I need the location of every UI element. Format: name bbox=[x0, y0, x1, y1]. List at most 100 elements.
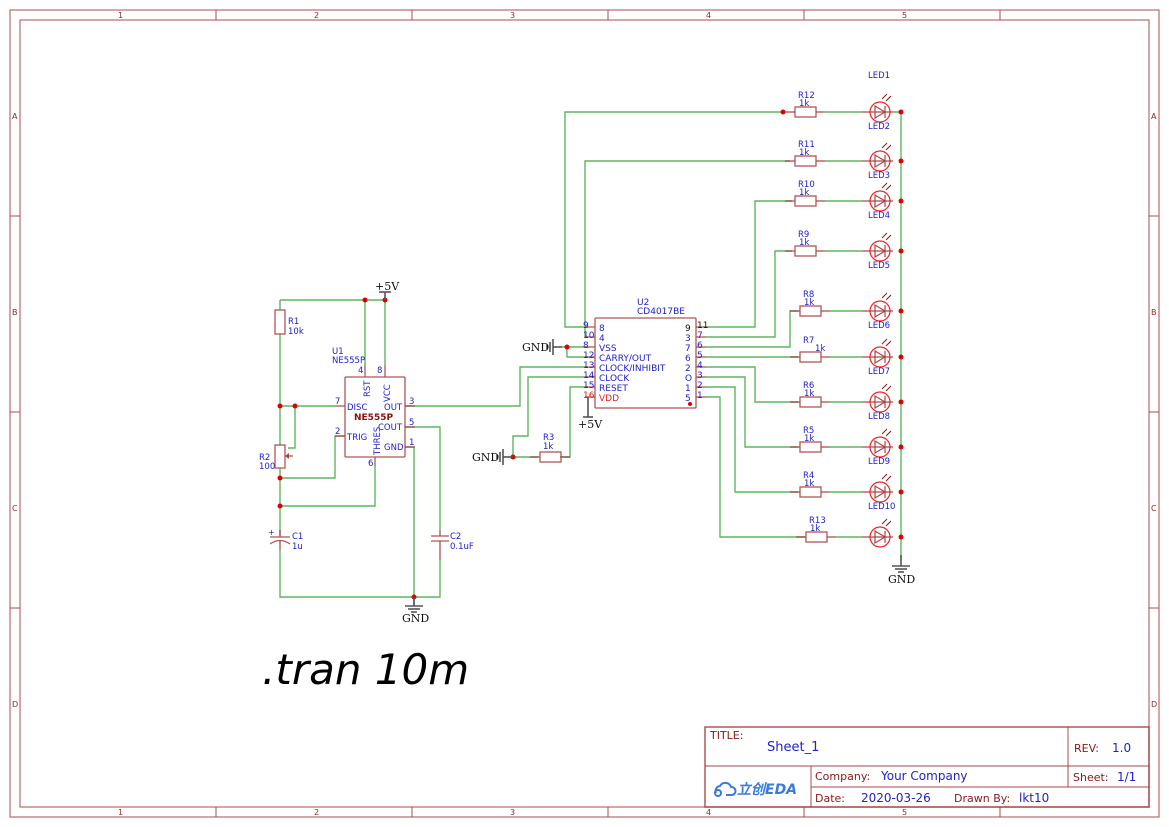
pin-name: O bbox=[685, 374, 692, 384]
svg-text:C2: C2 bbox=[450, 532, 461, 542]
resistor-value: 1k bbox=[799, 99, 809, 109]
resistor-ref: R6 bbox=[803, 381, 814, 391]
pin-number: 14 bbox=[583, 371, 595, 381]
col-label: 2 bbox=[314, 808, 319, 817]
junctions-4017 bbox=[510, 109, 786, 460]
date-label: Date: bbox=[815, 792, 845, 805]
pin-number: 13 bbox=[583, 361, 594, 371]
svg-text:RST: RST bbox=[363, 380, 373, 397]
svg-text:C1: C1 bbox=[292, 532, 303, 542]
led-icon[interactable] bbox=[869, 481, 891, 503]
resistor-value: 1k bbox=[799, 148, 809, 158]
pin-number: 7 bbox=[697, 331, 703, 341]
pin-name: RESET bbox=[599, 384, 628, 394]
led-icon[interactable] bbox=[869, 150, 891, 172]
resistor-ref: R7 bbox=[803, 336, 814, 346]
ic-u1-ne555[interactable]: U1 NE555P NE555P 4 8 RST VCC DISC 7 TRIG… bbox=[332, 347, 415, 469]
capacitor-c1[interactable]: + C1 1u bbox=[268, 528, 303, 552]
row-label: B bbox=[1151, 308, 1157, 317]
resistor-ref: R12 bbox=[798, 91, 815, 101]
resistor-value: 1k bbox=[804, 434, 814, 444]
svg-text:VCC: VCC bbox=[383, 384, 393, 402]
pin-number: 8 bbox=[583, 341, 589, 351]
pin-number: 10 bbox=[583, 331, 595, 341]
led-icon[interactable] bbox=[869, 436, 891, 458]
led-ref: LED8 bbox=[868, 412, 890, 422]
potentiometer-r2[interactable]: R2 100 bbox=[259, 444, 293, 472]
svg-text:COUT: COUT bbox=[378, 423, 403, 433]
led-rows: R121kLED2LED1R111kLED3R101kLED4R91kLED5R… bbox=[785, 71, 904, 548]
led-icon[interactable] bbox=[869, 240, 891, 262]
led-icon[interactable] bbox=[869, 391, 891, 413]
gnd-symbol-led: GND bbox=[888, 555, 915, 586]
col-label: 3 bbox=[510, 808, 515, 817]
u2-pin-2: 21 bbox=[685, 381, 706, 394]
svg-text:3: 3 bbox=[409, 397, 414, 407]
row-label: C bbox=[1151, 504, 1157, 513]
u2-pin-11: 119 bbox=[685, 321, 708, 334]
led-ref: LED10 bbox=[868, 502, 895, 512]
led-ref: LED7 bbox=[868, 367, 890, 377]
spice-directive[interactable]: .tran 10m bbox=[262, 645, 469, 694]
row-label: B bbox=[12, 308, 18, 317]
led-ref: LED5 bbox=[868, 261, 890, 271]
col-label: 3 bbox=[510, 11, 515, 20]
rev-label: REV: bbox=[1074, 742, 1099, 755]
svg-text:1: 1 bbox=[409, 438, 414, 448]
title-block: TITLE: Sheet_1 REV: 1.0 Company: Your Co… bbox=[704, 726, 1150, 808]
resistor-value: 1k bbox=[799, 188, 809, 198]
svg-text:GND: GND bbox=[384, 443, 404, 453]
svg-text:6: 6 bbox=[368, 459, 373, 469]
pin-name: 7 bbox=[685, 344, 691, 354]
svg-text:CD4017BE: CD4017BE bbox=[637, 307, 685, 317]
svg-text:+5V: +5V bbox=[375, 280, 400, 293]
led-icon[interactable] bbox=[869, 101, 891, 123]
svg-text:NE555P: NE555P bbox=[354, 413, 393, 423]
svg-text:GND: GND bbox=[472, 451, 499, 464]
drawn-by-value: lkt10 bbox=[1019, 791, 1049, 805]
col-label: 1 bbox=[118, 808, 123, 817]
col-label: 4 bbox=[706, 808, 711, 817]
led-icon[interactable] bbox=[869, 346, 891, 368]
row-label: D bbox=[1151, 700, 1157, 709]
svg-text:NE555P: NE555P bbox=[332, 356, 365, 366]
resistor-r1[interactable]: R1 10k bbox=[274, 309, 304, 337]
resistor-ref: R8 bbox=[803, 290, 814, 300]
resistor-ref: R5 bbox=[803, 426, 814, 436]
resistor-ref: R9 bbox=[798, 230, 809, 240]
capacitor-c2[interactable]: C2 0.1uF bbox=[431, 530, 474, 560]
pin-name: 2 bbox=[685, 364, 691, 374]
wires-555 bbox=[279, 299, 588, 605]
resistor-ref: R11 bbox=[798, 140, 815, 150]
pin-number: 4 bbox=[697, 361, 703, 371]
sheet-label: Sheet: bbox=[1073, 771, 1109, 784]
svg-text:100: 100 bbox=[259, 462, 275, 472]
col-label: 5 bbox=[902, 11, 907, 20]
svg-text:R1: R1 bbox=[288, 317, 299, 327]
u2-pin-5: 56 bbox=[685, 351, 706, 364]
row-label: C bbox=[12, 504, 18, 513]
date-value: 2020-03-26 bbox=[861, 791, 931, 805]
led-icon[interactable] bbox=[869, 526, 891, 548]
led-icon[interactable] bbox=[869, 300, 891, 322]
led-icon[interactable] bbox=[869, 190, 891, 212]
pin-number: 9 bbox=[583, 321, 589, 331]
resistor-r3[interactable]: R3 1k bbox=[530, 433, 570, 463]
col-label: 5 bbox=[902, 808, 907, 817]
cloud-icon bbox=[714, 781, 737, 797]
